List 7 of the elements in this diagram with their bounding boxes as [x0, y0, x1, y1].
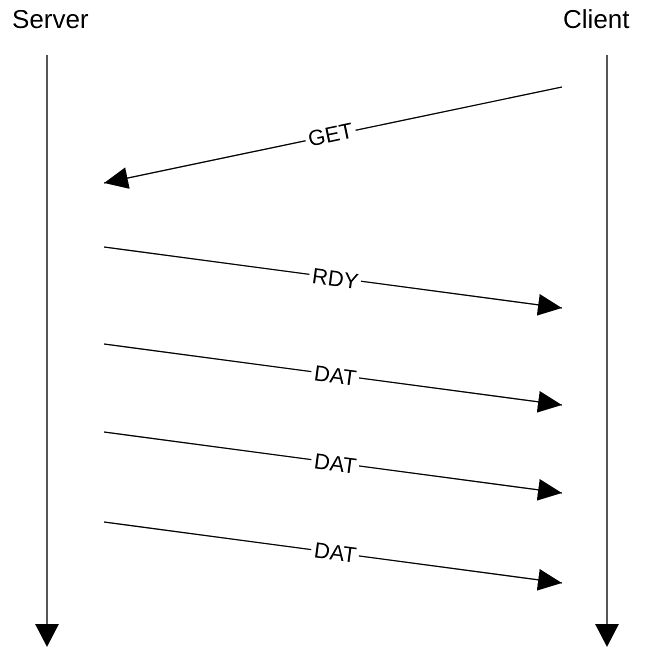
message-arrow [104, 343, 562, 413]
message-arrow [104, 521, 562, 591]
participant-label: Client [563, 4, 630, 34]
message-arrow [104, 86, 562, 189]
message-arrow [104, 431, 562, 501]
participant-label: Server [12, 4, 89, 34]
message-arrow [104, 246, 562, 316]
